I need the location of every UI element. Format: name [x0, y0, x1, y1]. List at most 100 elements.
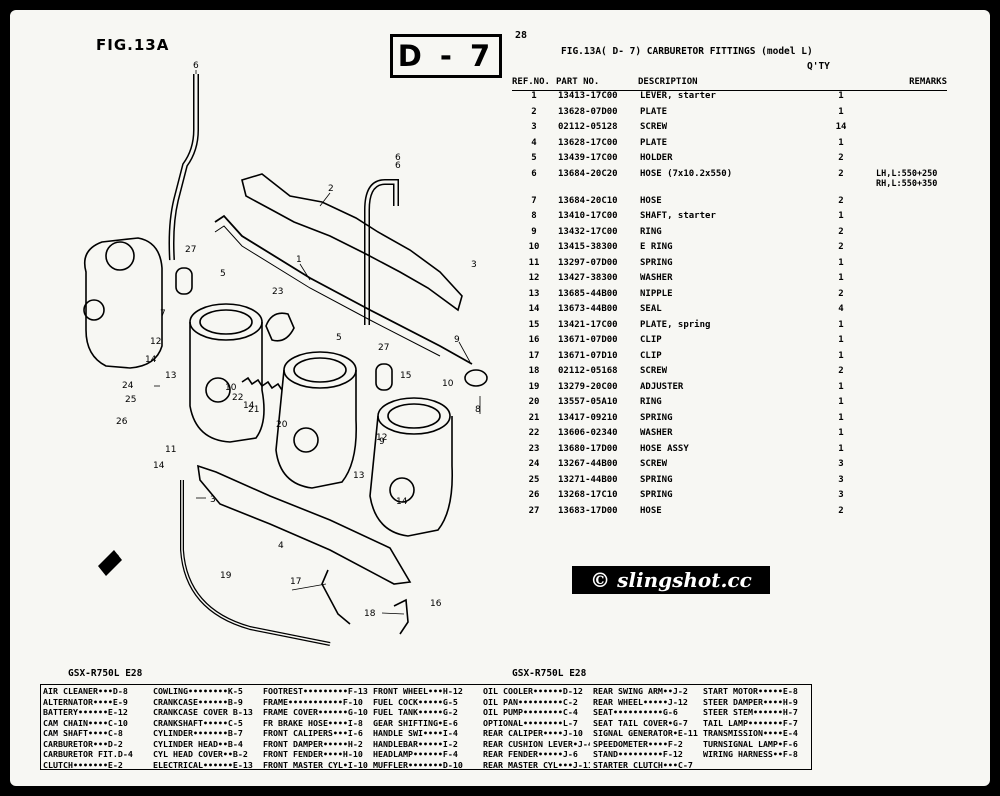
- index-entry[interactable]: FR BRAKE HOSE••••I-8: [263, 717, 363, 728]
- clip-17: [321, 569, 351, 625]
- cell-qty: 1: [838, 428, 844, 438]
- index-entry[interactable]: FRONT MASTER CYL•I-10: [263, 759, 368, 770]
- index-entry[interactable]: FOOTREST•••••••••F-13: [263, 686, 368, 696]
- index-entry[interactable]: REAR CUSHION LEVER•J-4: [483, 738, 590, 749]
- callout-18: 18: [364, 609, 376, 619]
- index-entry[interactable]: OIL PAN•••••••••C-2: [483, 696, 578, 707]
- header-ref: REF.NO.: [512, 75, 556, 91]
- cell-part: 13297-07D00: [558, 257, 618, 268]
- index-entry[interactable]: OIL COOLER••••••D-12: [483, 686, 583, 696]
- index-entry[interactable]: MUFFLER•••••••D-10: [373, 759, 463, 770]
- carburetor-exploded-diagram: FWD 662127532375121413102221242526142092…: [83, 61, 488, 646]
- index-entry[interactable]: SEAT••••••••••G-6: [593, 707, 678, 717]
- index-entry[interactable]: CARBURETOR FIT.D-4: [43, 749, 133, 759]
- index-entry[interactable]: ALTERNATOR••••E-9: [43, 696, 128, 707]
- index-entry[interactable]: TURNSIGNAL LAMP•F-6: [703, 738, 798, 749]
- header-part: PART NO.: [556, 75, 638, 91]
- index-entry[interactable]: FUEL COCK•••••G-5: [373, 696, 458, 707]
- cell-qty: 2: [838, 288, 844, 299]
- index-entry[interactable]: OIL PUMP••••••••C-4: [483, 707, 578, 717]
- index-entry[interactable]: STEER DAMPER••••H-9: [703, 696, 798, 707]
- cell-part: 13413-17C00: [558, 91, 618, 101]
- callout-21: 21: [248, 405, 259, 415]
- index-entry[interactable]: CARBURETOR•••D-2: [43, 738, 123, 749]
- cell-remarks: [876, 258, 947, 274]
- index-entry[interactable]: REAR CALIPER••••J-10: [483, 728, 583, 738]
- cell-remarks: [876, 153, 947, 169]
- callout-13: 13: [165, 371, 176, 381]
- callout-10: 10: [225, 383, 237, 393]
- starter-shaft-knob: [464, 369, 488, 387]
- index-entry[interactable]: STARTER CLUTCH•••C-7: [593, 759, 693, 770]
- cell-remarks: [876, 490, 947, 506]
- index-entry[interactable]: ELECTRICAL••••••E-13: [153, 759, 253, 770]
- index-entry[interactable]: TAIL LAMP•••••••F-7: [703, 717, 798, 728]
- cell-part: 13427-38300: [558, 273, 618, 283]
- spring-21: [241, 376, 283, 391]
- callout-9: 9: [454, 335, 460, 345]
- index-entry[interactable]: FRONT DAMPER•••••H-2: [263, 738, 363, 749]
- index-entry[interactable]: CRANKSHAFT•••••C-5: [153, 717, 243, 728]
- index-entry[interactable]: REAR MASTER CYL•••J-11: [483, 759, 590, 770]
- index-entry[interactable]: OPTIONAL••••••••L-7: [483, 717, 578, 728]
- plate-2: [241, 173, 463, 312]
- cell-desc: SPRING: [640, 412, 673, 423]
- index-entry[interactable]: FRAME COVER••••••G-10: [263, 707, 368, 717]
- index-entry[interactable]: REAR WHEEL•••••J-12: [593, 696, 688, 707]
- index-entry[interactable]: SEAT TAIL COVER•G-7: [593, 717, 688, 728]
- index-entry[interactable]: CAM SHAFT••••C-8: [43, 728, 123, 738]
- cell-qty: 1: [838, 381, 844, 392]
- cell-part: 13684-20C10: [558, 195, 618, 206]
- index-entry[interactable]: CYLINDER•••••••B-7: [153, 728, 243, 738]
- cell-remarks: [876, 304, 947, 320]
- cell-remarks: [876, 397, 947, 413]
- cell-remarks: [876, 138, 947, 154]
- index-entry[interactable]: CYLINDER HEAD••B-4: [153, 738, 243, 749]
- callout-27: 27: [378, 343, 389, 353]
- index-entry[interactable]: STEER STEM••••••H-7: [703, 707, 798, 717]
- cell-qty: 1: [838, 335, 844, 345]
- cell-remarks: [876, 382, 947, 398]
- index-entry[interactable]: GEAR SHIFTING•E-6: [373, 717, 458, 728]
- index-entry[interactable]: CAM CHAIN••••C-10: [43, 717, 128, 728]
- index-entry[interactable]: FRAME•••••••••••F-10: [263, 696, 363, 707]
- index-entry[interactable]: [703, 760, 810, 770]
- index-entry[interactable]: STAND•••••••••F-12: [593, 749, 683, 759]
- index-entry[interactable]: HANDLEBAR•••••I-2: [373, 738, 458, 749]
- cell-part: 13684-20C20: [558, 168, 618, 179]
- index-entry[interactable]: START MOTOR•••••E-8: [703, 686, 798, 696]
- index-entry[interactable]: CYL HEAD COVER••B-2: [153, 749, 248, 759]
- cell-remarks: [876, 351, 947, 367]
- index-entry[interactable]: SPEEDOMETER••••F-2: [593, 738, 683, 749]
- index-entry[interactable]: FRONT WHEEL•••H-12: [373, 686, 463, 696]
- index-entry[interactable]: FRONT FENDER••••H-10: [263, 749, 363, 759]
- index-entry[interactable]: CRANKCASE••••••B-9: [153, 696, 243, 707]
- index-entry[interactable]: CLUTCH•••••••E-2: [43, 759, 123, 770]
- watermark: © slingshot.cc: [572, 566, 770, 594]
- index-entry[interactable]: BATTERY••••••E-12: [43, 707, 128, 717]
- index-entry[interactable]: SIGNAL GENERATOR•E-11: [593, 728, 698, 738]
- index-entry[interactable]: CRANKCASE COVER B-13: [153, 707, 253, 717]
- index-entry[interactable]: REAR FENDER•••••J-6: [483, 749, 578, 759]
- index-entry[interactable]: FRONT CALIPERS•••I-6: [263, 728, 363, 738]
- hose-6-right: [364, 179, 399, 325]
- cell-part: 13628-07D00: [558, 106, 618, 117]
- index-entry[interactable]: COWLING••••••••K-5: [153, 686, 243, 696]
- index-entry[interactable]: HANDLE SWI••••I-4: [373, 728, 458, 738]
- adjuster-cable-19: [180, 480, 331, 646]
- index-entry[interactable]: REAR SWING ARM••J-2: [593, 686, 688, 696]
- index-entry[interactable]: HEADLAMP••••••F-4: [373, 749, 458, 759]
- index-entry[interactable]: AIR CLEANER•••D-8: [43, 686, 128, 696]
- index-entry[interactable]: TRANSMISSION••••E-4: [703, 728, 798, 738]
- index-entry[interactable]: FUEL TANK•••••G-2: [373, 707, 458, 717]
- cell-part: 13680-17D00: [558, 443, 618, 454]
- index-entry[interactable]: WIRING HARNESS••F-8: [703, 749, 798, 759]
- cell-desc: SEAL: [640, 304, 662, 314]
